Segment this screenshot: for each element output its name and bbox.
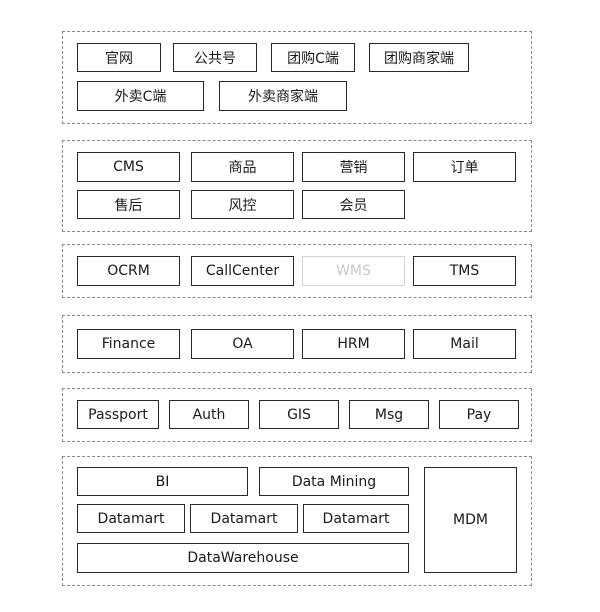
foundation-box-auth: Auth bbox=[169, 400, 249, 429]
data-box-datamart-2: Datamart bbox=[190, 504, 298, 533]
operations-layer: OCRM CallCenter WMS TMS bbox=[62, 244, 532, 298]
business-box-risk-control: 风控 bbox=[191, 190, 294, 219]
business-box-member: 会员 bbox=[302, 190, 405, 219]
office-box-hrm: HRM bbox=[302, 329, 405, 359]
business-box-order: 订单 bbox=[413, 152, 516, 182]
operations-box-wms: WMS bbox=[302, 256, 405, 286]
office-box-finance: Finance bbox=[77, 329, 180, 359]
data-box-datawarehouse: DataWarehouse bbox=[77, 543, 409, 573]
data-box-mdm: MDM bbox=[424, 467, 517, 573]
office-box-mail: Mail bbox=[413, 329, 516, 359]
data-box-datamart-1: Datamart bbox=[77, 504, 185, 533]
data-box-datamart-3: Datamart bbox=[303, 504, 409, 533]
business-box-product: 商品 bbox=[191, 152, 294, 182]
foundation-box-passport: Passport bbox=[77, 400, 159, 429]
business-box-cms: CMS bbox=[77, 152, 180, 182]
office-box-oa: OA bbox=[191, 329, 294, 359]
foundation-box-gis: GIS bbox=[259, 400, 339, 429]
foundation-box-msg: Msg bbox=[349, 400, 429, 429]
data-layer: BI Data Mining Datamart Datamart Datamar… bbox=[62, 456, 532, 586]
operations-box-callcenter: CallCenter bbox=[191, 256, 294, 286]
data-box-bi: BI bbox=[77, 467, 248, 496]
frontend-box-groupbuy-c: 团购C端 bbox=[271, 43, 355, 72]
foundation-box-pay: Pay bbox=[439, 400, 519, 429]
business-box-after-sales: 售后 bbox=[77, 190, 180, 219]
frontend-box-public-account: 公共号 bbox=[173, 43, 257, 72]
operations-box-ocrm: OCRM bbox=[77, 256, 180, 286]
frontend-box-groupbuy-merchant: 团购商家端 bbox=[369, 43, 469, 72]
business-box-marketing: 营销 bbox=[302, 152, 405, 182]
frontend-box-takeout-merchant: 外卖商家端 bbox=[219, 81, 347, 111]
data-box-data-mining: Data Mining bbox=[259, 467, 409, 496]
frontend-box-website: 官网 bbox=[77, 43, 161, 72]
frontend-layer: 官网 公共号 团购C端 团购商家端 外卖C端 外卖商家端 bbox=[62, 31, 532, 124]
frontend-box-takeout-c: 外卖C端 bbox=[77, 81, 204, 111]
business-layer: CMS 商品 营销 订单 售后 风控 会员 bbox=[62, 140, 532, 232]
operations-box-tms: TMS bbox=[413, 256, 516, 286]
office-layer: Finance OA HRM Mail bbox=[62, 315, 532, 373]
foundation-layer: Passport Auth GIS Msg Pay bbox=[62, 388, 532, 442]
